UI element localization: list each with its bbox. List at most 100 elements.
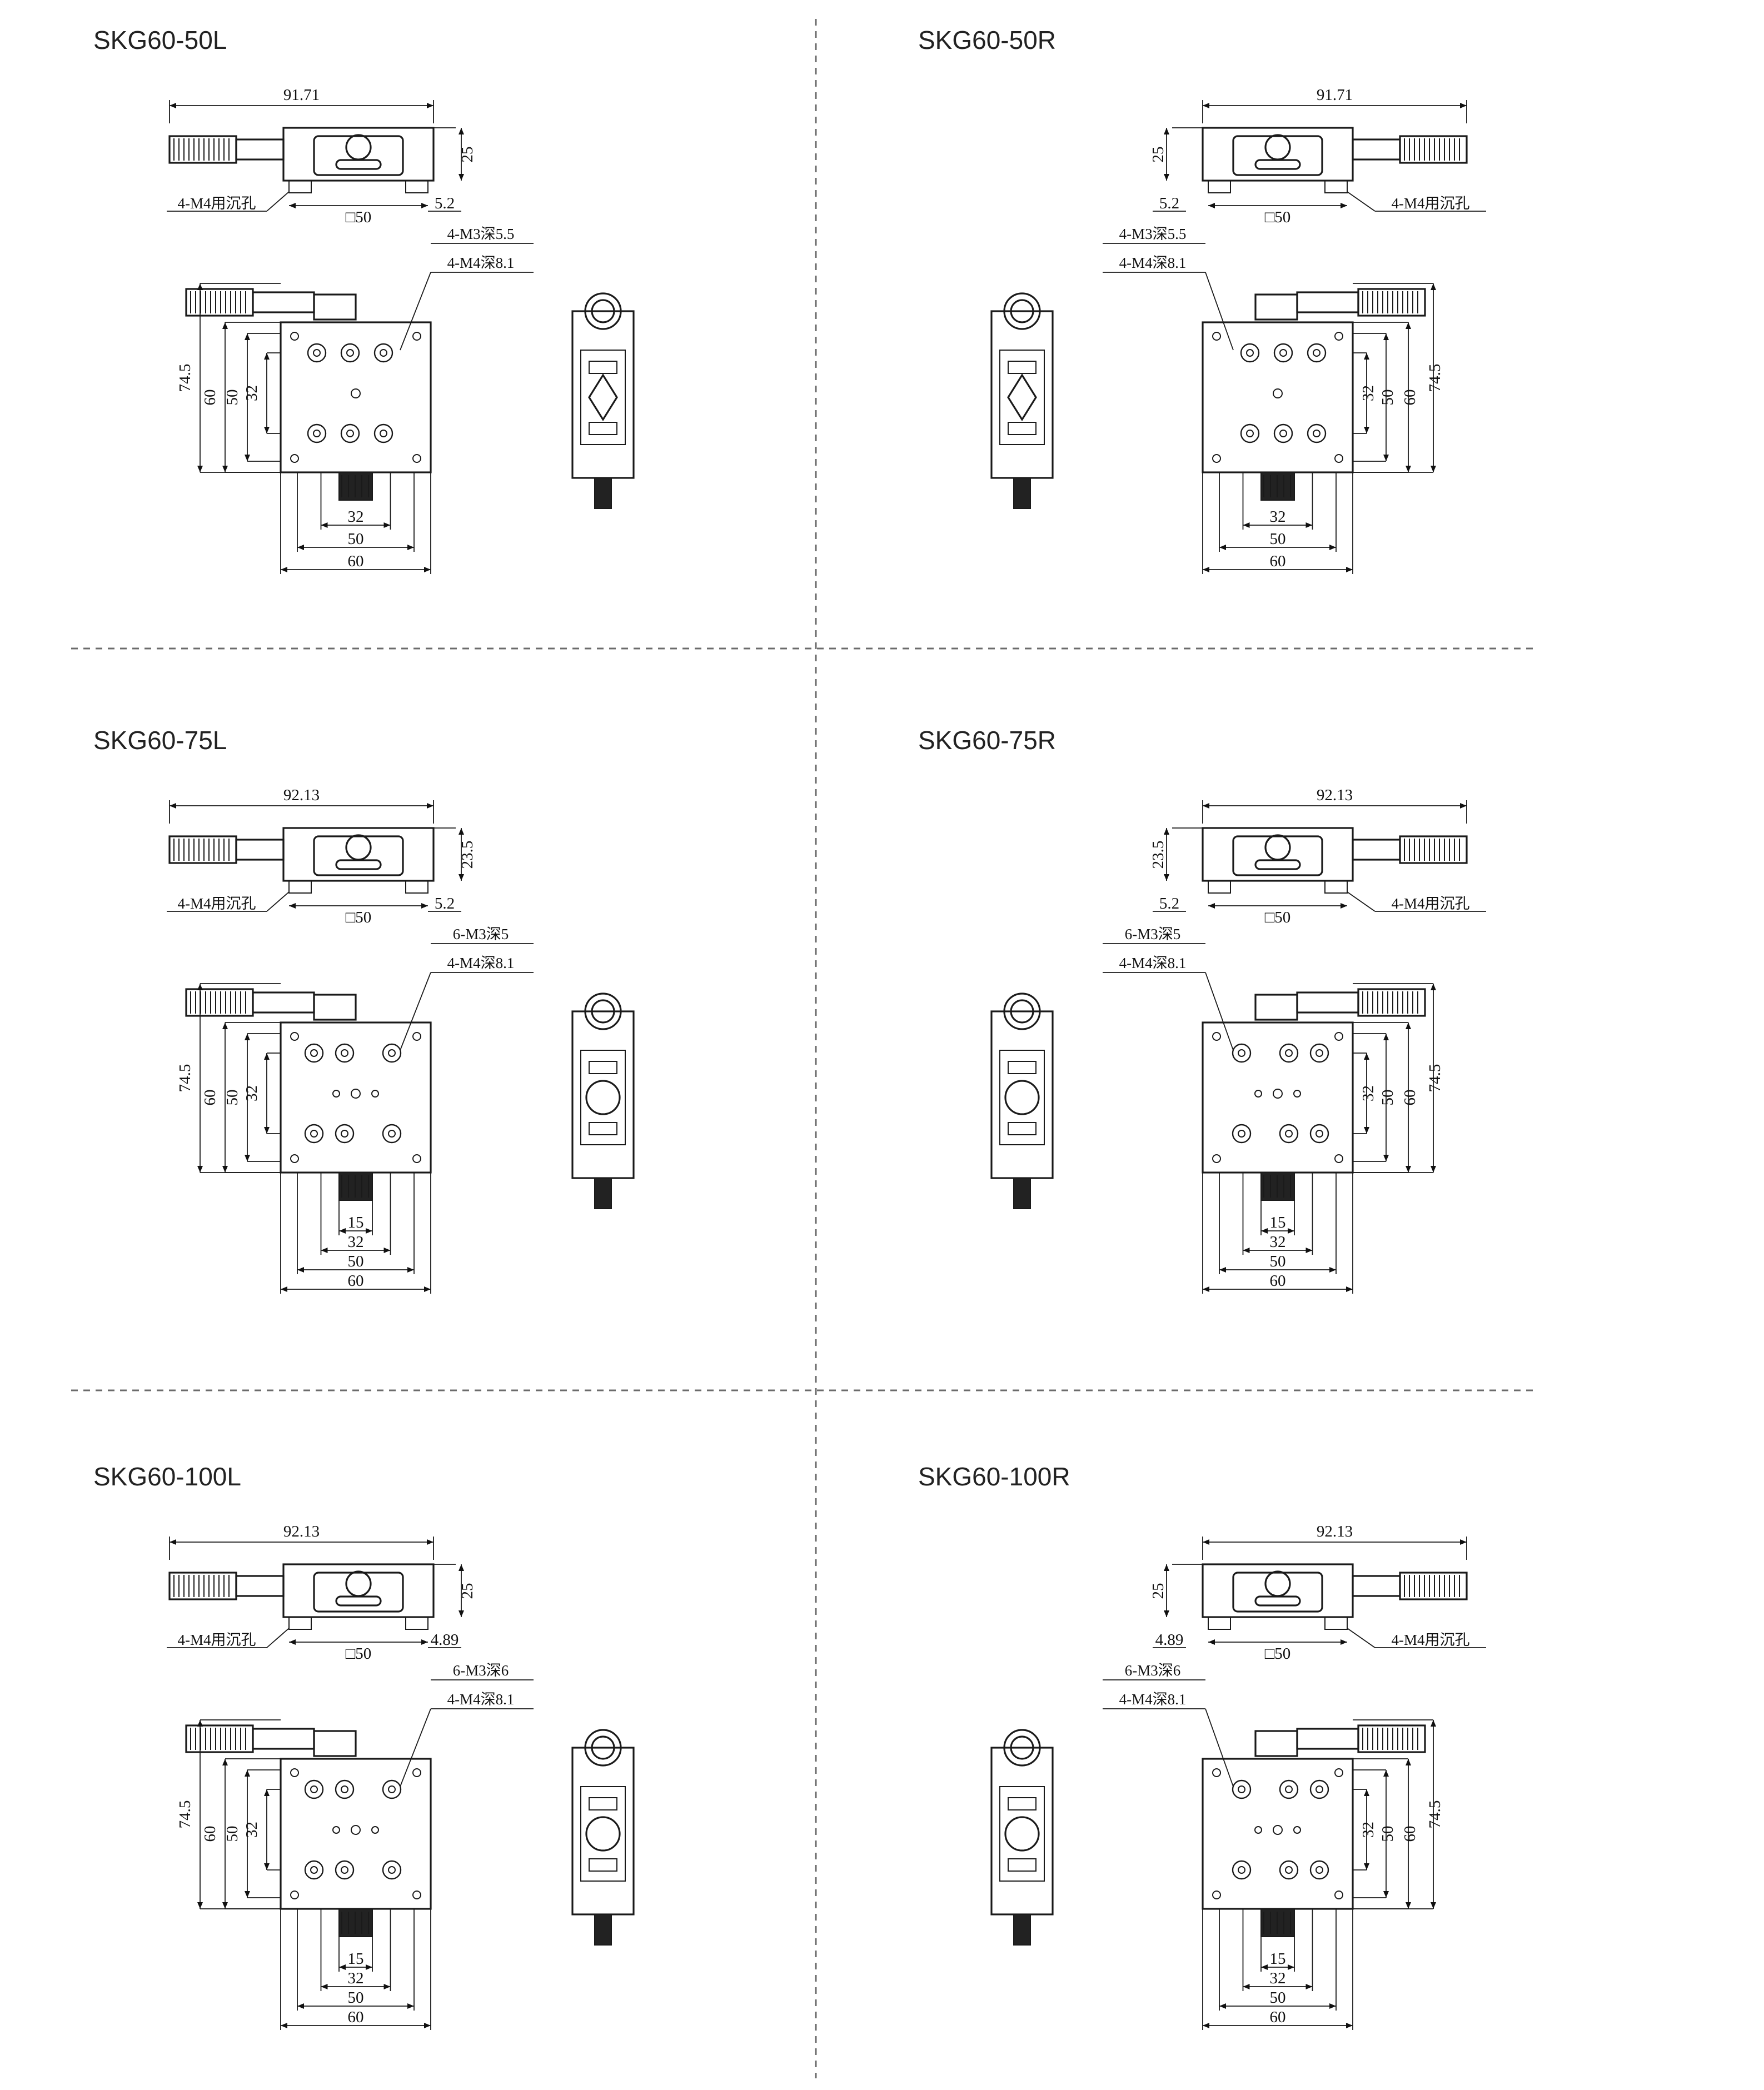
arrowhead [459,128,464,134]
arrowhead [321,522,328,528]
arrowhead [424,2023,431,2028]
aux-hole [332,1090,340,1098]
arrowhead [1164,874,1169,881]
horizontal-dimension-label-60: 60 [1270,552,1286,570]
screw-center [1285,1785,1293,1793]
side-knob-inner [1010,299,1034,323]
arrowhead [1346,567,1353,572]
arrowhead [1208,203,1215,208]
arrowhead [383,1248,391,1253]
side-clamp [1008,422,1037,435]
side-clamp [1008,1797,1037,1810]
arrowhead [1383,1891,1389,1898]
arrowhead [1288,1964,1294,1970]
height-dimension-label: 25 [1149,147,1167,163]
side-slot [580,350,626,445]
arrowhead [339,1964,346,1970]
vertical-dimension-label-32: 32 [243,1822,261,1838]
offset-dimension-label: 5.2 [435,895,455,912]
corner-hole [290,1154,299,1163]
horizontal-dimension-label-60: 60 [348,1272,364,1290]
arrowhead [1305,1984,1313,1989]
screw-center [388,1866,396,1874]
screw-center [1285,1130,1293,1138]
arrowhead [427,103,433,108]
mounting-screw-hole [1279,1043,1299,1063]
arrowhead [170,103,176,108]
corner-hole [412,1768,421,1777]
arrowhead [1243,1248,1250,1253]
micrometer-thimble [185,988,254,1017]
arrowhead [245,333,250,340]
corner-hole [412,454,421,463]
height-dimension-label: 23.5 [459,841,476,869]
arrowhead [424,567,431,572]
micrometer-thimble [185,1724,254,1753]
lock-knob [345,1570,372,1597]
vertical-dimension-label-74: 74.5 [1426,1800,1444,1829]
side-drive-knob [594,477,612,509]
mounting-screw-hole [1273,343,1293,363]
screw-center [310,1049,318,1057]
leader-line [1347,891,1376,912]
mounting-screw-hole [335,1043,355,1063]
screw-center [1279,430,1287,437]
side-clamp [1008,1122,1037,1135]
corner-hole [1212,1768,1221,1777]
stage-carriage [1232,835,1323,876]
screw-center [346,430,354,437]
mounting-screw-hole [340,423,360,443]
corner-hole [412,1891,421,1899]
screw-center [388,1049,396,1057]
mounting-screw-hole [307,343,327,363]
screw-center [388,1785,396,1793]
leader-line [266,1628,290,1648]
lock-knob [345,834,372,861]
horizontal-dimension-label-50: 50 [348,1989,364,2007]
base-foot [1324,180,1348,193]
screw-center [1285,1049,1293,1057]
arrowhead [421,1639,428,1645]
arrowhead [1460,1539,1467,1545]
micrometer-mount [313,994,357,1021]
arrowhead [281,567,287,572]
screw-center [341,1049,348,1057]
micrometer-thimble [168,1572,237,1600]
corner-hole [290,1891,299,1899]
arrowhead [197,1720,203,1727]
arrowhead [1341,903,1347,909]
side-clamp [1008,361,1037,374]
arrowhead [222,1166,228,1173]
arrowhead [197,1902,203,1909]
arrowhead [1208,903,1215,909]
micrometer-head [168,135,285,164]
arrowhead [1164,174,1169,181]
side-knob-outer [584,992,622,1030]
arrowhead [1203,1539,1209,1545]
arrowhead [1341,1639,1347,1645]
arrowhead [1203,567,1209,572]
arrowhead [1460,103,1467,108]
center-hole [1273,1825,1283,1835]
width-dimension-label: 92.13 [283,1523,320,1540]
vertical-dimension-label-50: 50 [223,1090,241,1106]
mounting-screw-hole [1232,1860,1252,1880]
screw-center [1238,1049,1245,1057]
horizontal-dimension-label-50: 50 [1270,530,1286,548]
offset-dimension-label: 4.89 [1155,1631,1184,1649]
micrometer-barrel [1352,839,1401,861]
arrowhead [289,1639,296,1645]
arrowhead [1288,1228,1294,1234]
offset-dimension-label: 5.2 [1159,895,1179,912]
arrowhead [297,1267,304,1273]
micrometer-thimble [1357,288,1426,317]
leader-line [1205,272,1234,351]
corner-hole [412,1154,421,1163]
arrowhead [245,1034,250,1040]
corner-hole [1212,1154,1221,1163]
square-dimension-label: □50 [346,208,372,226]
center-hole [351,1089,361,1099]
panel-title: SKG60-100R [918,1462,1070,1491]
